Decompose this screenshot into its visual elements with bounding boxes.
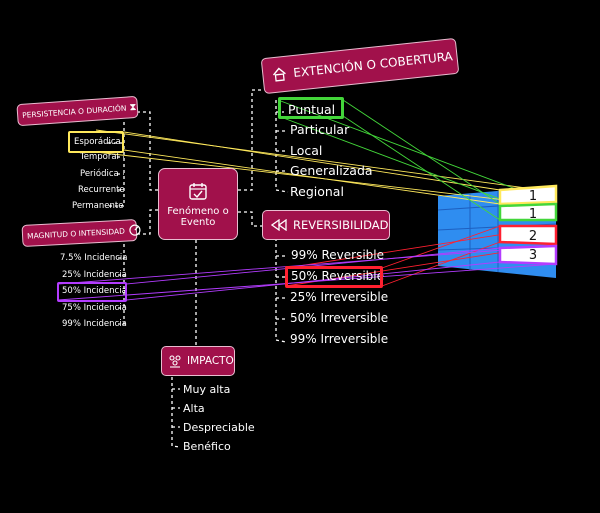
dashed-connectors xyxy=(108,89,289,448)
impacto-item-4: Benéfico xyxy=(183,440,231,453)
extension-item-4: Generalizada xyxy=(290,163,373,178)
persistencia-item-5: Permanente xyxy=(72,201,124,211)
highlight-esporadica xyxy=(68,131,124,153)
hourglass-icon: ⧗ xyxy=(129,101,137,113)
impacto-box[interactable]: IMPACTO xyxy=(161,346,235,376)
score-box-4 xyxy=(498,244,558,266)
magnitud-item-2: 25% Incidencia xyxy=(62,270,127,280)
magnitud-title: MAGNITUD O INTENSIDAD xyxy=(26,226,126,241)
extension-item-1: Puntual xyxy=(288,102,336,117)
score-boxes: 1 1 2 3 xyxy=(498,184,558,266)
impacto-item-1: Muy alta xyxy=(183,383,231,396)
magnitud-item-3: 50% Incidencia xyxy=(62,286,127,296)
reversibilidad-item-5: 99% Irreversible xyxy=(290,332,389,346)
persistencia-item-3: Periódica xyxy=(80,169,119,179)
magnitud-item-5: 99% Incidencia xyxy=(62,319,127,329)
score-4: 3 xyxy=(529,248,537,263)
magnitud-box[interactable]: MAGNITUD O INTENSIDAD xyxy=(21,219,141,247)
persistencia-title: PERSISTENCIA O DURACIÓN xyxy=(21,103,127,120)
extension-item-2: Particular xyxy=(290,122,350,137)
calendar-check-icon xyxy=(188,181,208,201)
reversibilidad-item-3: 25% Irreversible xyxy=(290,290,389,304)
highlight-50-reversible xyxy=(285,266,383,288)
reversibilidad-title: REVERSIBILIDAD xyxy=(293,218,389,232)
center-label-line1: Fenómeno o xyxy=(167,205,229,217)
impacto-title: IMPACTO xyxy=(187,355,234,367)
persistencia-item-2: Temporal xyxy=(80,152,119,162)
reversibilidad-box[interactable]: REVERSIBILIDAD xyxy=(262,210,390,240)
magnitud-item-1: 7.5% Incidencia xyxy=(60,253,128,263)
extension-item-5: Regional xyxy=(290,184,344,199)
highlight-50-incidencia xyxy=(57,282,127,302)
persistencia-item-1: Esporádica xyxy=(74,137,121,147)
reversibilidad-item-1: 99% Reversible xyxy=(291,248,385,262)
gauge-icon xyxy=(129,224,142,237)
reversibilidad-item-2: 50% Reversible xyxy=(291,269,385,283)
highlight-puntual xyxy=(278,97,344,119)
impacto-item-3: Despreciable xyxy=(183,421,255,434)
score-box-3 xyxy=(498,224,558,246)
score-box-1 xyxy=(498,184,558,206)
magnitud-item-4: 75% Incidencia xyxy=(62,303,127,313)
score-2: 1 xyxy=(529,207,537,222)
score-1: 1 xyxy=(529,189,537,204)
rewind-icon xyxy=(271,219,287,231)
persistencia-item-4: Recurrente xyxy=(78,185,125,195)
score-3: 2 xyxy=(529,229,537,244)
score-box-2 xyxy=(498,202,558,222)
center-label-line2: Evento xyxy=(180,216,216,228)
reversibilidad-item-4: 50% Irreversible xyxy=(290,311,389,325)
extension-title: EXTENCIÓN O COBERTURA xyxy=(292,49,454,80)
extension-box[interactable]: EXTENCIÓN O COBERTURA xyxy=(260,37,460,95)
extension-item-3: Local xyxy=(290,143,323,158)
impacto-item-2: Alta xyxy=(183,402,205,415)
mapping-lines xyxy=(57,99,557,301)
center-event-box[interactable]: Fenómeno o Evento xyxy=(158,168,238,240)
house-icon xyxy=(271,66,289,84)
crowd-icon xyxy=(168,354,182,368)
